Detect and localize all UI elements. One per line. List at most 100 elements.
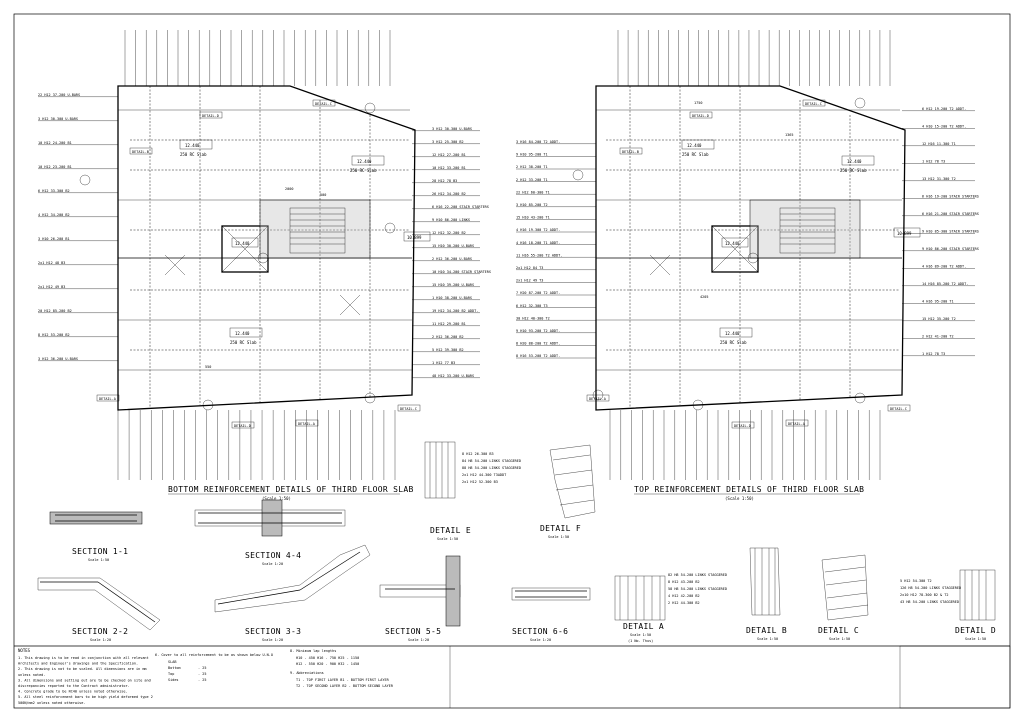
detail-tag: DETAIL-C [890, 407, 907, 411]
bar-callout: 22 H12 60-300 T1 [516, 190, 550, 194]
detail-tag: DETAIL-C [400, 407, 417, 411]
bar-callout: 3 H12 30-300 U-BARS [432, 127, 472, 131]
slab-level-4: 12.440 [687, 143, 702, 148]
bar-callout: 4 H16 89-200 T2 ADDT. [922, 265, 966, 269]
bar-callout: 9 H10 86-200 LINKS [432, 218, 470, 222]
detail-title: DETAIL D [955, 626, 996, 635]
bottom-plan-scale: (Scale 1:50) [262, 496, 291, 501]
bar-callout: 2 H12 44-300 B2 [668, 601, 700, 605]
section-2-2: SECTION 2-2 Scale 1:20 [37, 577, 161, 642]
detail-tag: DETAIL-A [788, 422, 806, 426]
cover-value: - 25 [198, 672, 206, 676]
section-scale: Scale 1:50 [88, 558, 109, 562]
slab-level-3: 12.440 [235, 331, 250, 336]
dim: 1365 [785, 133, 793, 137]
bar-callout: 11 H12 29-200 B1 [432, 322, 466, 326]
bar-callout: 10 H12 23-200 B1 [38, 165, 72, 169]
section-title: SECTION 2-2 [72, 627, 128, 636]
bar-callout: 10 H12 33-200 B1 [432, 166, 466, 170]
bar-callout: 1 H12 77 B3 [432, 361, 455, 365]
bar-callout: 9 H10 95-200 T1 [516, 153, 548, 157]
dim: 2000 [285, 187, 293, 191]
bar-callout: 8 H20 88-200 T2 ADDT. [516, 342, 560, 346]
detail-scale: Scale 1:50 [437, 537, 458, 541]
bar-callout: 88 H8 54-200 LINKS STAGGERED [462, 466, 521, 470]
section-title: SECTION 5-5 [385, 627, 441, 636]
bar-callout: 126 H8 54-200 LINKS STAGGERED [900, 586, 961, 590]
cover-value: - 25 [198, 678, 206, 682]
bar-callout: 4 H16 95-200 T1 [922, 300, 954, 304]
bar-callout: 3 H10 85-200 T2 [516, 203, 548, 207]
bar-callout: 12 H16 11-300 T1 [922, 142, 956, 146]
bar-callout: 8 H12 43-200 B2 [668, 580, 700, 584]
note-line: 3. All dimensions and setting out are to… [18, 678, 151, 682]
bar-callout: 82 H8 54-200 LINKS STAGGERED [668, 573, 727, 577]
section-title: SECTION 1-1 [72, 547, 128, 556]
abbr-heading: 9. Abbreviations [290, 671, 324, 675]
slab-level-1: 12.440 [185, 143, 200, 148]
section-scale: Scale 1:20 [408, 638, 429, 642]
bar-callout: 15 H10 39-200 U-BARS [432, 283, 474, 287]
bar-callout: 28 H12 78 B3 [432, 179, 457, 183]
dim: 1750 [694, 101, 702, 105]
bar-callout: 43 H8 54-200 LINKS STAGGERED [900, 600, 959, 604]
level-tag-10899: 10.899 [407, 235, 422, 240]
bar-callout: 30 H12 40-300 T2 [516, 316, 550, 320]
detail-tag: DETAIL-A [589, 397, 607, 401]
cover-label: Bottom [168, 666, 181, 670]
slab-level-5: 12.440 [847, 159, 862, 164]
bar-callout: 4 H16 18-200 T1 ADDT. [516, 241, 560, 245]
note-line: 2. This drawing is not to be scaled. All… [18, 667, 147, 671]
top-reinforcement-plan: 12.440 250 RC Slab 12.440 250 RC Slab 12… [516, 30, 979, 501]
bar-callout: 3 H16 84-200 T2 ADDT. [516, 140, 560, 144]
detail-b: DETAIL B Scale 1:50 [746, 547, 787, 641]
bar-callout: 14 H16 85-200 T2 ADDT. [922, 282, 968, 286]
cover-label: Sides [168, 678, 179, 682]
detail-f: DETAIL F Scale 1:50 [540, 444, 596, 539]
bar-callout: 2x1 H12 52-300 B3 [462, 480, 498, 484]
detail-title: DETAIL C [818, 626, 859, 635]
bar-callout: 48 H12 33-200 U-BARS [432, 374, 474, 378]
bar-callout: 84 H8 54-200 LINKS STAGGERED [462, 459, 521, 463]
bar-callout: 6 H16 19-200 STAIR STARTERS [922, 195, 979, 199]
bar-callout: 1 H10 38-200 U-BARS [432, 296, 472, 300]
section-3-3: SECTION 3-3 Scale 1:20 [214, 544, 371, 642]
bar-callout: 12 H12 27-200 B1 [432, 153, 466, 157]
bar-callout: 1 H12 78 T3 [922, 352, 945, 356]
bar-callout: 3 H10 26-200 B1 [38, 237, 70, 241]
bar-callout: 9 H10 86-200 STAIR STARTERS [922, 247, 979, 251]
bar-callout: 10 H10 34-200 STAIR STARTERS [432, 270, 491, 274]
bar-callout: 6 H16 21-200 STAIR STARTERS [922, 212, 979, 216]
top-plan-title: TOP REINFORCEMENT DETAILS OF THIRD FLOOR… [634, 485, 864, 494]
bar-callout: 4 H12 34-200 B2 [38, 213, 70, 217]
cover-heading: 6. Cover to all reinforcement to be as s… [155, 653, 273, 657]
note-line: 1. This drawing is to be read in conjunc… [18, 656, 149, 660]
bar-callout: 5 H12 39-300 B2 [432, 348, 464, 352]
bar-callout: 2x10 H12 78-300 B2 & T2 [900, 593, 948, 597]
detail-tag: DETAIL-C [315, 102, 332, 106]
bar-callout: 2x1 H12 48 B3 [38, 261, 65, 265]
bar-callout: 4 H10 15-200 T2 ADDT. [922, 125, 966, 129]
section-6-6: SECTION 6-6 Scale 1:20 [511, 587, 591, 642]
bar-callout: 2x1 H12 84 T3 [516, 266, 543, 270]
bar-callout: 8 H12 53-200 B2 [38, 333, 70, 337]
bar-callout: 3 H12 36-200 U-BARS [38, 357, 78, 361]
bar-callout: 1 H12 78 T3 [922, 160, 945, 164]
bar-callout: 15 H12 35-200 T2 [922, 317, 956, 321]
detail-tag: DETAIL-A [298, 422, 316, 426]
bar-callout: 8 H16 53-200 T2 ADDT. [516, 354, 560, 358]
bar-callout: 4 H16 19-300 T2 ADDT. [516, 228, 560, 232]
section-scale: Scale 1:20 [262, 562, 283, 566]
bar-callout: 22 H12 37-200 U-BARS [38, 93, 80, 97]
section-1-1: SECTION 1-1 Scale 1:50 [49, 511, 143, 562]
dim: 500 [320, 193, 326, 197]
detail-title: DETAIL E [430, 526, 471, 535]
bar-callout: 2 H12 41-200 T2 [922, 335, 954, 339]
bar-callout: 12 H12 32-200 B2 [432, 231, 466, 235]
bar-callout: 15 H10 30-200 U-BARS [432, 244, 474, 248]
slab-level-6: 12.440 [725, 331, 740, 336]
bar-callout: 3 H12 25-300 B2 [432, 140, 464, 144]
cover-label: Top [168, 672, 174, 676]
